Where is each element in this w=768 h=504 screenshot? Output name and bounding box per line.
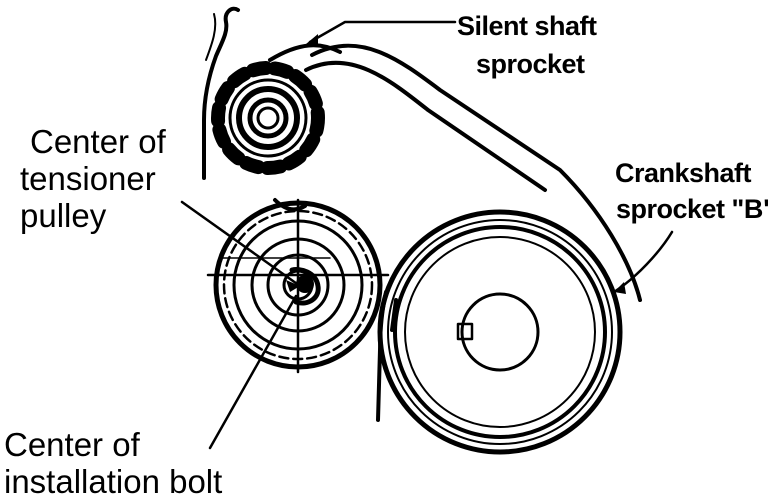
leader-tensioner — [180, 200, 302, 288]
label-tensioner-line1: Center of — [30, 123, 166, 160]
label-tensioner-line3: pulley — [20, 197, 107, 234]
leader-silent-shaft — [308, 20, 457, 44]
label-crankshaft-line2: sprocket "B" — [616, 194, 768, 224]
label-bolt-line2: installation bolt — [4, 463, 223, 500]
spring-bracket — [202, 6, 240, 180]
leader-crankshaft — [612, 230, 674, 294]
label-bolt-line1: Center of — [4, 426, 140, 463]
crankshaft-keyway — [456, 322, 474, 341]
crankshaft-sprocket-b — [377, 209, 623, 455]
silent-shaft-sprocket — [211, 61, 325, 175]
leader-bolt — [208, 294, 298, 450]
silent-shaft-sprocket-teeth — [211, 61, 325, 175]
tensioner-pulley — [206, 198, 390, 374]
label-crankshaft-line1: Crankshaft — [615, 158, 752, 188]
label-silent-shaft-line2: sprocket — [476, 49, 585, 79]
label-silent-shaft-line1: Silent shaft — [457, 11, 597, 41]
label-tensioner-line2: tensioner — [20, 160, 156, 197]
